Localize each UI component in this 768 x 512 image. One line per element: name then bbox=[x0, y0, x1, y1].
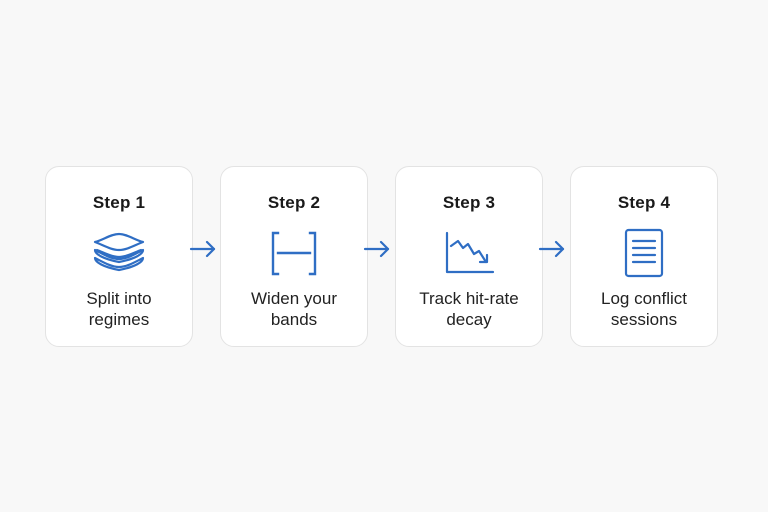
step-label-line: regimes bbox=[88, 310, 150, 329]
step-label-line: decay bbox=[446, 310, 492, 329]
step-title: Step 1 bbox=[92, 193, 146, 212]
right-arrow-icon bbox=[362, 238, 392, 260]
step-label: Split into regimes bbox=[52, 288, 186, 330]
step-label-line: Track hit-rate bbox=[419, 289, 519, 308]
stacked-layers-icon bbox=[89, 228, 149, 280]
step-label: Widen your bands bbox=[227, 288, 361, 330]
step-label-line: bands bbox=[270, 310, 318, 329]
step-label: Track hit-rate decay bbox=[402, 288, 536, 330]
step-card-4: Step 4 Log conflict sessions bbox=[570, 166, 718, 347]
document-list-icon bbox=[614, 228, 674, 280]
step-card-1: Step 1 Split into regimes bbox=[45, 166, 193, 347]
step-label: Log conflict sessions bbox=[577, 288, 711, 330]
step-card-2: Step 2 Widen your bands bbox=[220, 166, 368, 347]
right-arrow-icon bbox=[188, 238, 218, 260]
step-label-line: Widen your bbox=[251, 289, 337, 308]
step-title: Step 2 bbox=[267, 193, 321, 212]
step-title: Step 4 bbox=[617, 193, 671, 212]
step-title: Step 3 bbox=[442, 193, 496, 212]
bracket-band-icon bbox=[264, 228, 324, 280]
step-card-3: Step 3 Track hit-rate decay bbox=[395, 166, 543, 347]
declining-chart-icon bbox=[439, 228, 499, 280]
step-label-line: sessions bbox=[610, 310, 678, 329]
right-arrow-icon bbox=[537, 238, 567, 260]
step-label-line: Split into bbox=[86, 289, 152, 308]
step-label-line: Log conflict bbox=[601, 289, 687, 308]
